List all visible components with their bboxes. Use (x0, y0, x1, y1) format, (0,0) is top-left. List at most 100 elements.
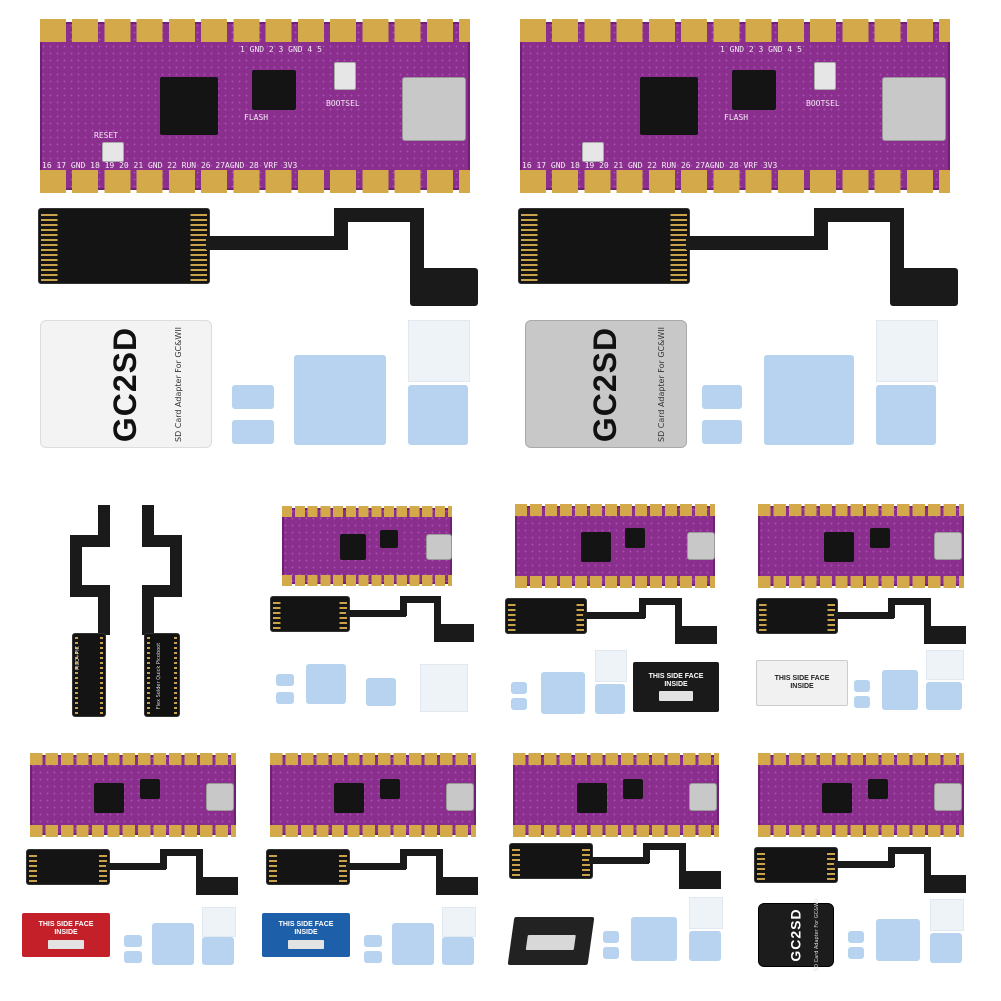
thermal-pad (202, 937, 234, 965)
thermal-pad (702, 385, 742, 409)
thermal-pad (854, 680, 870, 692)
rp2040-chip (824, 532, 854, 562)
thermal-pad (511, 698, 527, 710)
side-label-1: THIS SIDE FACE (648, 672, 704, 680)
clear-sheet (202, 907, 236, 937)
clear-sheet (930, 899, 964, 931)
kit-bottom-1: THIS SIDE FACE INSIDE (22, 745, 242, 970)
flex-note: Flex Solder Quick Picoboot (156, 642, 163, 710)
rp2040-chip (94, 783, 124, 813)
flash-chip (380, 530, 398, 548)
thermal-pad (276, 692, 294, 704)
gc2sd-adapter-white: GC2SD SD Card Adapter For GC&WII (40, 320, 212, 448)
flash-chip (868, 779, 888, 799)
thermal-pad (926, 682, 962, 710)
flex-cable (38, 208, 478, 308)
rp2040-chip (581, 532, 611, 562)
thermal-pad (392, 923, 434, 965)
side-label-1: THIS SIDE FACE (278, 921, 334, 929)
thermal-pad (408, 385, 468, 445)
reset-button (582, 142, 604, 162)
clear-sheet (408, 320, 470, 382)
flex-cable (266, 849, 478, 897)
thermal-pad (232, 420, 274, 444)
thermal-pad (366, 678, 396, 706)
clear-sheet (926, 650, 964, 680)
usb-c-port (934, 532, 962, 560)
flash-chip (140, 779, 160, 799)
usb-c-port (426, 534, 452, 560)
clear-sheet (442, 907, 476, 937)
pico-board (282, 506, 452, 586)
usb-c-port (446, 783, 474, 811)
flex-pad (38, 208, 210, 284)
thermal-pad (876, 919, 920, 961)
thermal-pad (442, 937, 474, 965)
silk-bootsel: BOOTSEL (806, 99, 840, 108)
thermal-pad (876, 385, 936, 445)
sd-adapter-board (507, 917, 595, 965)
silk-reset: RESET (94, 131, 119, 140)
pico-board (270, 753, 476, 837)
flash-chip (732, 70, 776, 110)
side-label-2: INSIDE (294, 929, 318, 937)
silk-top-pins: 1 GND 2 3 GND 4 5 (720, 45, 802, 54)
flash-chip (870, 528, 890, 548)
thermal-pad (306, 664, 346, 704)
clear-sheet (689, 897, 723, 929)
thermal-pad (364, 935, 382, 947)
thermal-pad (541, 672, 585, 714)
rp2040-chip (640, 77, 698, 135)
kit-mid-3: THIS SIDE FACE INSIDE (750, 500, 970, 720)
flash-chip (252, 70, 296, 110)
flex-cable (756, 598, 968, 646)
usb-c-port (882, 77, 946, 141)
thermal-pad (124, 935, 142, 947)
pico-board (30, 753, 236, 837)
pico-board (513, 753, 719, 837)
thermal-pad (276, 674, 294, 686)
rp2040-chip (334, 783, 364, 813)
thermal-pad (124, 951, 142, 963)
thermal-pad (689, 931, 721, 961)
clear-sheet (876, 320, 938, 382)
pico-board: 1 GND 2 3 GND 4 5 16 17 GND 18 19 20 21 … (40, 18, 470, 194)
thermal-pad (294, 355, 386, 445)
pico-board: 1 GND 2 3 GND 4 5 16 17 GND 18 19 20 21 … (520, 18, 950, 194)
reset-button (102, 142, 124, 162)
rp2040-chip (340, 534, 366, 560)
kit-bottom-3 (505, 745, 725, 970)
flash-chip (625, 528, 645, 548)
kit-bottom-4: GC2SD SD Card Adapter For GC&WII (750, 745, 970, 971)
gc2sd-sub-label: SD Card Adapter For GC&WII (174, 326, 184, 442)
gc2sd-adapter-clear: GC2SD SD Card Adapter For GC&WII (525, 320, 687, 448)
thermal-pad (595, 684, 625, 714)
thermal-pad (152, 923, 194, 965)
kit-top-right: 1 GND 2 3 GND 4 5 16 17 GND 18 19 20 21 … (480, 0, 980, 470)
sd-adapter-black: THIS SIDE FACE INSIDE (633, 662, 719, 712)
pin-row-bottom (40, 169, 470, 194)
flex-cable (270, 596, 480, 644)
kit-mid-2: THIS SIDE FACE INSIDE (505, 500, 725, 720)
silk-flash: FLASH (724, 113, 749, 122)
gc2sd-label: GC2SD (107, 326, 144, 442)
thermal-pad (848, 931, 864, 943)
usb-c-port (206, 783, 234, 811)
side-label-1: THIS SIDE FACE (38, 921, 94, 929)
flash-chip (380, 779, 400, 799)
usb-c-port (689, 783, 717, 811)
gc2sd-label: GC2SD (787, 908, 804, 962)
silk-bottom-pins: 16 17 GND 18 19 20 21 GND 22 RUN 26 27AG… (42, 161, 298, 170)
kit-top-left: 1 GND 2 3 GND 4 5 16 17 GND 18 19 20 21 … (0, 0, 500, 470)
flex-pair: PICO+PIC Flex Solder Quick Picoboot (60, 505, 200, 717)
sd-adapter-blue: THIS SIDE FACE INSIDE (262, 913, 350, 957)
side-label-2: INSIDE (54, 929, 78, 937)
thermal-pad (631, 917, 677, 961)
rp2040-chip (822, 783, 852, 813)
bootsel-button (814, 62, 836, 90)
rp2040-chip (577, 783, 607, 813)
flex-cable (26, 849, 238, 897)
pico-board (758, 504, 964, 588)
flex-cable (754, 847, 966, 895)
